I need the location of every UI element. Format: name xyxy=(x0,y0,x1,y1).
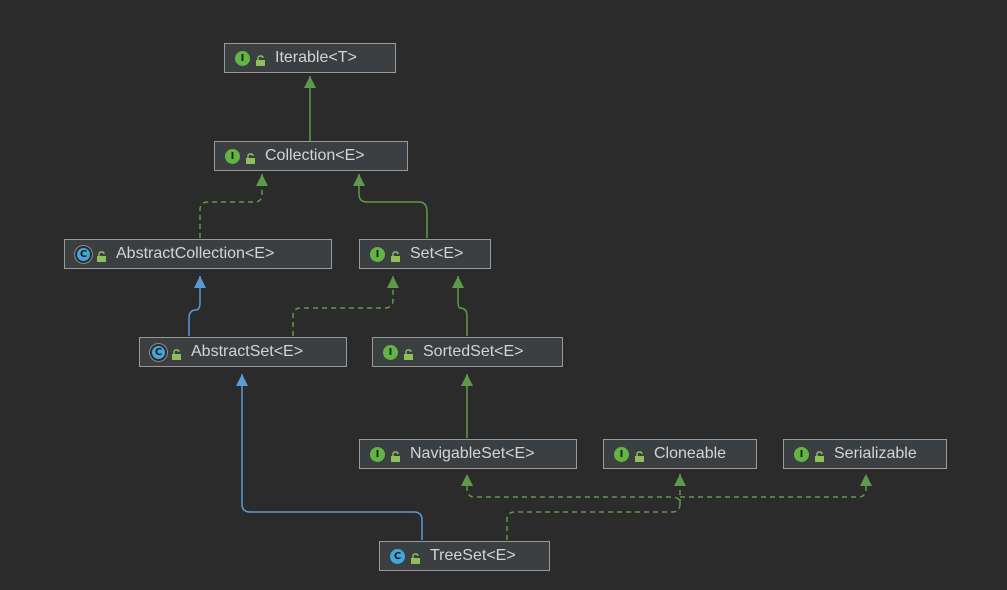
edge-sortedset-set xyxy=(457,276,468,336)
arrowhead-iterable xyxy=(304,76,316,88)
abstract-class-icon: C xyxy=(152,345,165,359)
interface-icon: I xyxy=(794,446,809,462)
lock-icon xyxy=(255,53,266,66)
node-label: Collection<E> xyxy=(265,147,365,164)
interface-icon: I xyxy=(370,446,385,462)
node-label: NavigableSet<E> xyxy=(410,445,535,462)
node-abstractset[interactable]: C AbstractSet<E> xyxy=(139,337,347,367)
arrowhead-cloneable xyxy=(674,474,686,486)
edge-abstractset-set xyxy=(292,276,394,336)
node-collection[interactable]: I Collection<E> xyxy=(214,141,408,171)
interface-icon: I xyxy=(370,246,385,262)
node-label: Serializable xyxy=(834,445,917,462)
node-label: AbstractSet<E> xyxy=(191,343,304,360)
node-serializable[interactable]: I Serializable xyxy=(783,439,947,469)
node-label: TreeSet<E> xyxy=(430,547,516,564)
arrowhead-collection-1 xyxy=(256,174,268,186)
edge-abstractcollection-collection xyxy=(199,174,263,238)
arrowhead-navigableset xyxy=(461,474,473,486)
arrowhead-set-2 xyxy=(452,276,464,288)
node-label: Iterable<T> xyxy=(275,49,357,66)
node-set[interactable]: I Set<E> xyxy=(359,239,491,269)
lock-icon xyxy=(634,449,645,462)
node-cloneable[interactable]: I Cloneable xyxy=(603,439,757,469)
arrowhead-collection-2 xyxy=(353,174,365,186)
edge-abstractset-abstractcollection xyxy=(188,276,201,336)
node-label: Cloneable xyxy=(654,445,727,462)
node-iterable[interactable]: I Iterable<T> xyxy=(224,43,396,73)
edge-set-collection xyxy=(358,174,428,238)
interface-icon: I xyxy=(383,344,398,360)
node-label: AbstractCollection<E> xyxy=(116,245,275,262)
interface-icon: I xyxy=(225,148,240,164)
node-sortedset[interactable]: I SortedSet<E> xyxy=(372,337,563,367)
arrowhead-abstractset xyxy=(236,374,248,386)
arrowhead-serializable xyxy=(860,474,872,486)
node-treeset[interactable]: C TreeSet<E> xyxy=(379,541,550,571)
edge-treeset-navigableset xyxy=(466,474,681,540)
edge-treeset-abstractset xyxy=(241,374,423,540)
lock-icon xyxy=(390,449,401,462)
lock-icon xyxy=(96,249,107,262)
lock-icon xyxy=(245,151,256,164)
edge-treeset-serializable xyxy=(680,474,867,498)
lock-icon xyxy=(410,551,421,564)
lock-icon xyxy=(403,347,414,360)
node-label: Set<E> xyxy=(410,245,464,262)
lock-icon xyxy=(814,449,825,462)
node-navigableset[interactable]: I NavigableSet<E> xyxy=(359,439,577,469)
abstract-class-icon: C xyxy=(77,247,90,261)
class-icon: C xyxy=(390,548,405,564)
node-label: SortedSet<E> xyxy=(423,343,524,360)
arrowhead-abstractcollection xyxy=(194,276,206,288)
arrowhead-sortedset xyxy=(461,374,473,386)
arrowhead-set-1 xyxy=(387,276,399,288)
lock-icon xyxy=(171,347,182,360)
node-abstractcollection[interactable]: C AbstractCollection<E> xyxy=(64,239,332,269)
interface-icon: I xyxy=(614,446,629,462)
lock-icon xyxy=(390,249,401,262)
interface-icon: I xyxy=(235,50,250,66)
